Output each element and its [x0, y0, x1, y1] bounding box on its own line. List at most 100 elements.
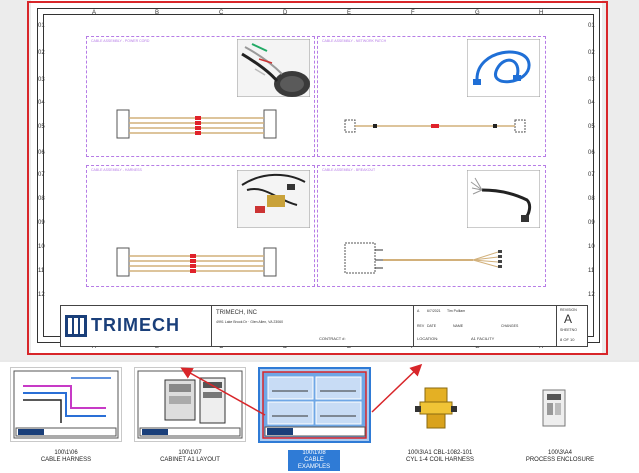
thumbnail-caption: 100\1\07 CABINET A1 LAYOUT	[134, 450, 246, 464]
thumbnail-process-enclosure[interactable]	[535, 385, 575, 435]
coil-harness-preview	[415, 387, 457, 429]
row-label: 03	[38, 77, 45, 83]
divider	[556, 306, 557, 346]
breakout-schematic	[344, 242, 502, 274]
harness-schematic	[116, 247, 277, 277]
panel-harness[interactable]: CABLE ASSEMBLY - HARNESS	[86, 165, 315, 287]
column-label: C	[219, 10, 224, 16]
rev-name: Tim Pulliam	[447, 309, 466, 313]
column-label: F	[411, 10, 415, 16]
sheet-number-label: SHEETNO	[560, 328, 577, 332]
cable-examples-preview	[262, 371, 367, 439]
row-label: 04	[38, 100, 45, 106]
row-label: 03	[588, 77, 595, 83]
column-label: B	[155, 344, 160, 350]
thumbnail-title: PROCESS ENCLOSURE	[525, 457, 595, 463]
row-label: 12	[588, 292, 595, 298]
divider	[413, 306, 414, 346]
cabinet-layout-preview	[137, 370, 243, 439]
thumbnail-path: 100\3\A1 CBL-1082-101	[407, 450, 473, 456]
row-label: 08	[38, 196, 45, 202]
thumbnail-cable-examples[interactable]	[258, 367, 371, 443]
trimech-logo-text: TRIMECH	[91, 315, 180, 335]
thumbnail-path: 100\1\08	[288, 450, 340, 457]
row-label: 09	[588, 220, 595, 226]
thumbnail-title: CYL 1-4 COIL HARNESS	[406, 457, 474, 463]
row-label: 08	[588, 196, 595, 202]
trimech-logo-icon	[65, 315, 87, 337]
column-label: G	[475, 10, 480, 16]
column-label: D	[283, 10, 288, 16]
row-label: 10	[588, 244, 595, 250]
column-label: A	[92, 344, 97, 350]
process-enclosure-preview	[542, 389, 566, 427]
rev-letter: A	[417, 309, 420, 313]
power-cord-photo	[237, 39, 310, 97]
thumbnail-title: CABLE EXAMPLES	[288, 457, 340, 471]
company-name: TRIMECH, INC	[216, 310, 257, 316]
rev-header-rev: REV	[417, 324, 425, 328]
location-label: LOCATION:	[417, 336, 439, 341]
network-cable-photo	[467, 39, 540, 97]
thumbnail-caption: 100\3\A1 CBL-1082-101 CYL 1-4 COIL HARNE…	[390, 450, 490, 464]
contract-label: CONTRACT #:	[319, 336, 346, 341]
row-label: 11	[588, 268, 595, 274]
row-label: 05	[38, 124, 45, 130]
panel-title: CABLE ASSEMBLY - POWER CORD	[91, 39, 150, 43]
rev-date: 6/7/2021	[427, 309, 441, 313]
column-label: E	[347, 10, 352, 16]
column-label: E	[347, 344, 352, 350]
row-label: 10	[38, 244, 45, 250]
sheet-number-value: 8 OF 10	[560, 337, 575, 342]
row-label: 07	[38, 172, 45, 178]
column-label: C	[219, 344, 224, 350]
column-label: F	[411, 344, 415, 350]
rev-header-name: NAME	[453, 324, 464, 328]
rev-header-changes: CHANGES	[501, 324, 519, 328]
column-label: H	[539, 344, 544, 350]
title-block: TRIMECH TRIMECH, INC 4991 Lake Brook Dr …	[60, 305, 588, 347]
column-label: D	[283, 344, 288, 350]
column-label: A	[92, 10, 97, 16]
thumbnail-cabinet-layout[interactable]	[134, 367, 246, 442]
thumbnail-path: 100\1\07	[178, 450, 202, 456]
cable-harness-preview	[13, 370, 119, 439]
row-label: 06	[588, 150, 595, 156]
row-label: 09	[38, 220, 45, 226]
thumbnail-caption: 100\3\A4 PROCESS ENCLOSURE	[515, 450, 605, 464]
panel-title: CABLE ASSEMBLY - HARNESS	[91, 168, 142, 172]
breakout-cable-photo	[467, 170, 540, 228]
network-patch-schematic	[344, 119, 526, 133]
location-value: A1 FACILITY	[471, 336, 495, 341]
thumbnail-path: 100\1\06	[54, 450, 78, 456]
thumbnail-caption: 100\1\06 CABLE HARNESS	[10, 450, 122, 464]
panel-power-cord[interactable]: CABLE ASSEMBLY - POWER CORD	[86, 36, 315, 157]
row-label: 11	[38, 268, 45, 274]
revision-value: A	[564, 312, 573, 326]
row-label: 04	[588, 100, 595, 106]
row-label: 06	[38, 150, 45, 156]
thumbnail-cable-harness[interactable]	[10, 367, 122, 442]
panel-network-patch[interactable]: CABLE ASSEMBLY - NETWORK PATCH	[317, 36, 546, 157]
row-label: 01	[588, 23, 595, 29]
rev-header-date: DATE	[427, 324, 437, 328]
row-label: 01	[38, 23, 45, 29]
row-label: 07	[588, 172, 595, 178]
revision-label: REVISION	[560, 308, 577, 312]
harness-photo	[237, 170, 310, 228]
column-label: H	[539, 10, 544, 16]
thumbnail-coil-harness[interactable]	[405, 380, 467, 438]
thumbnail-title: CABLE HARNESS	[40, 457, 92, 463]
company-address: 4991 Lake Brook Dr · Glen Allen, VA 2306…	[216, 320, 284, 324]
panel-title: CABLE ASSEMBLY - BREAKOUT	[322, 168, 376, 172]
row-label: 12	[38, 292, 45, 298]
thumbnail-path: 100\3\A4	[547, 450, 573, 456]
column-label: B	[155, 10, 160, 16]
panel-title: CABLE ASSEMBLY - NETWORK PATCH	[322, 39, 387, 43]
logo-area: TRIMECH	[61, 306, 212, 346]
thumbnail-title: CABINET A1 LAYOUT	[160, 457, 220, 463]
thumbnail-caption-selected: 100\1\08 CABLE EXAMPLES	[288, 450, 340, 471]
column-label: G	[475, 344, 480, 350]
panel-breakout[interactable]: CABLE ASSEMBLY - BREAKOUT	[317, 165, 546, 287]
row-label: 05	[588, 124, 595, 130]
